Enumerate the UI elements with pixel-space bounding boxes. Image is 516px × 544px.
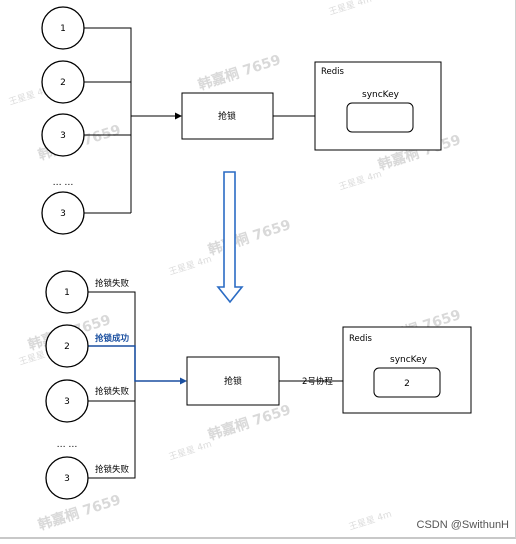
top-redis-label: Redis (321, 67, 345, 77)
watermark-sub-1: 王星星 4m (328, 0, 374, 18)
top-key-label: syncKey (362, 90, 400, 100)
bottom-ellipsis: … … (57, 440, 78, 450)
top-diagram: 1 2 3 … … 3 抢锁 Redis syncKey (41, 6, 442, 235)
watermark-8: 韩嘉桐 7659 (36, 491, 123, 534)
top-process-label: 抢锁 (218, 110, 236, 122)
bottom-node-5 (45, 456, 89, 500)
bottom-key-box (373, 367, 441, 398)
bottom-success-path (88, 345, 181, 382)
watermark-sub-7: 王星星 4m (348, 509, 394, 533)
bottom-node-2 (45, 324, 89, 368)
bottom-edge-label-2: 抢锁成功 (95, 333, 130, 344)
top-node-5-label: 3 (60, 209, 66, 219)
bottom-node-1-label: 1 (64, 288, 70, 298)
bottom-node-3 (45, 379, 89, 423)
bottom-edge-label-3: 抢锁失败 (95, 386, 130, 397)
bottom-process-box (186, 356, 280, 406)
watermark-sub-6: 王星星 4m (168, 439, 214, 463)
watermark-4: 韩嘉桐 7659 (206, 216, 293, 259)
watermark-sub-3: 王星星 4m (338, 169, 384, 193)
bottom-bus-line (88, 291, 136, 479)
bottom-redis-label: Redis (349, 334, 373, 344)
bottom-key-label: syncKey (390, 355, 428, 365)
top-key-box (346, 102, 414, 133)
watermark-sub-4: 王星星 4m (168, 254, 214, 278)
watermark-1: 韩嘉桐 7659 (196, 51, 283, 94)
top-node-1 (41, 6, 85, 50)
top-bus-line (84, 27, 132, 213)
watermark-7: 韩嘉桐 7659 (206, 401, 293, 444)
bottom-arrowhead-1 (180, 377, 187, 385)
top-process-box (181, 92, 274, 140)
top-ellipsis: … … (53, 178, 74, 188)
top-node-2-label: 2 (60, 78, 66, 88)
footer-credit: CSDN @SwithunH (416, 519, 509, 531)
bottom-node-1 (45, 270, 89, 314)
top-node-3 (41, 113, 85, 157)
top-node-2 (41, 60, 85, 104)
top-node-3-label: 3 (60, 131, 66, 141)
bottom-edge-label-4: 抢锁失败 (95, 464, 130, 475)
top-node-5 (41, 191, 85, 235)
bottom-diagram: 抢锁失败 抢锁成功 抢锁失败 抢锁失败 1 2 3 … … 3 抢锁 2号协程 … (45, 270, 472, 500)
transition-arrow (216, 171, 244, 304)
bottom-node-5-label: 3 (64, 474, 70, 484)
bottom-node-3-label: 3 (64, 397, 70, 407)
bottom-arrow-label: 2号协程 (302, 376, 333, 387)
bottom-node-2-label: 2 (64, 342, 70, 352)
bottom-key-value: 2 (404, 379, 410, 389)
top-redis-box (314, 61, 442, 151)
down-arrow-icon (216, 171, 244, 304)
bottom-edge-label-1: 抢锁失败 (95, 278, 130, 289)
top-arrowhead-1 (175, 112, 182, 120)
top-node-1-label: 1 (60, 24, 66, 34)
bottom-process-label: 抢锁 (224, 375, 242, 387)
